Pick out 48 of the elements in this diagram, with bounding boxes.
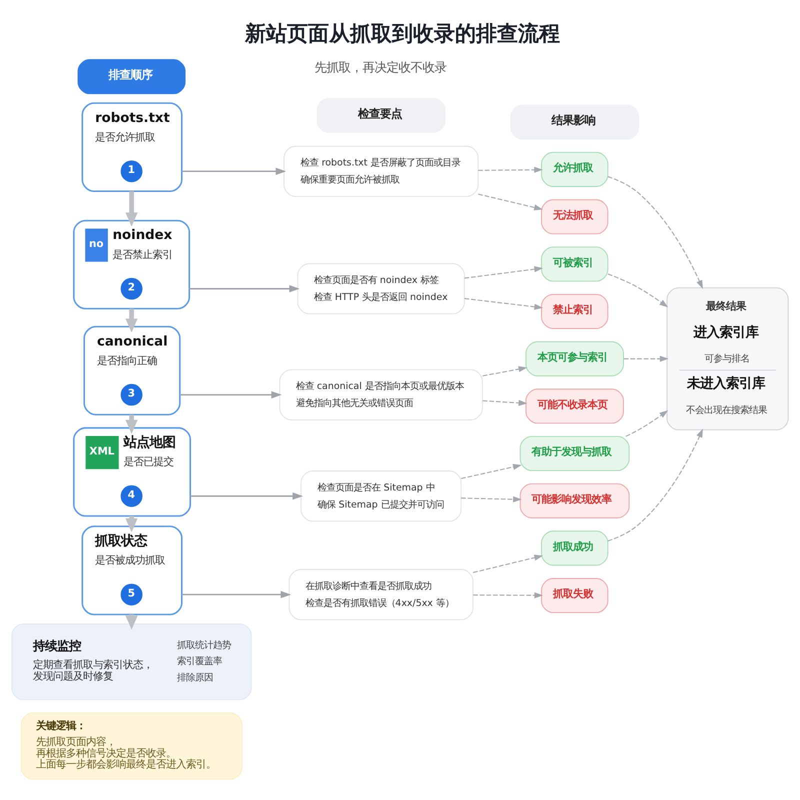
node-box: 在抓取诊断中查看是否抓取成功 检查是否有抓取错误（4xx/5xx 等） xyxy=(288,569,474,620)
node-box: 可能不收录本页 xyxy=(525,388,624,424)
node-box: 最终结果 进入索引库 可参与排名 未进入索引库 不会出现在搜索结果 xyxy=(666,287,789,430)
node-box: 关键逻辑： 先抓取页面内容，再根据多种信号决定是否收录。上面每一步都会影响最终是否进入索引。 xyxy=(20,712,242,780)
arrow xyxy=(482,400,528,406)
arrow xyxy=(482,366,528,376)
arrow xyxy=(182,590,292,598)
node-circle: 2 xyxy=(120,278,142,300)
node-box: 排查顺序 xyxy=(78,59,186,94)
arrow xyxy=(624,356,669,362)
arrow xyxy=(464,298,544,310)
node-box: 检查页面是否有 noindex 标签 检查 HTTP 头是否返回 noindex xyxy=(297,263,465,314)
arrow xyxy=(626,410,668,437)
node-box: 本页可参与索引 xyxy=(525,341,624,376)
arrow xyxy=(464,266,544,279)
arrow xyxy=(608,428,703,542)
arrow xyxy=(473,592,544,598)
arrow xyxy=(125,191,138,226)
node-box: 检查页面是否在 Sitemap 中 确保 Sitemap 已提交并可访问 xyxy=(300,470,462,522)
arrow xyxy=(478,166,543,173)
arrow xyxy=(189,285,300,292)
node-box: 无法抓取 xyxy=(541,199,608,234)
arrow xyxy=(182,168,286,175)
arrow xyxy=(472,554,544,574)
arrow xyxy=(460,464,522,480)
node-box: 检查 canonical 是否指向本页或最优版本 避免指向其他无关或错误页面 xyxy=(279,369,483,420)
node-circle: 1 xyxy=(120,160,142,182)
arrow xyxy=(478,194,543,210)
node-circle: 5 xyxy=(120,584,142,606)
node-circle: 4 xyxy=(120,485,142,507)
node-box: 可被索引 xyxy=(541,246,608,282)
node-box: 抓取成功 xyxy=(541,530,608,566)
diagram-title: 新站页面从抓取到收录的排查流程 xyxy=(245,21,560,46)
node-box: 允许抓取 xyxy=(541,152,608,187)
node-box: 持续监控 定期查看抓取与索引状态，发现问题及时修复 抓取统计趋势 索引覆盖率 排除原因 xyxy=(11,623,252,700)
node-box: 抓取失败 xyxy=(541,578,608,614)
node-box: 禁止索引 xyxy=(541,294,608,329)
node-circle: 3 xyxy=(120,384,142,406)
arrow xyxy=(125,308,138,333)
arrow xyxy=(180,391,282,398)
arrow xyxy=(190,492,303,500)
arrow xyxy=(608,274,668,308)
node-box: 检查 robots.txt 是否屏蔽了页面或目录 确保重要页面允许被抓取 xyxy=(284,146,479,197)
node-box: 有助于发现与抓取 xyxy=(520,436,630,472)
arrow xyxy=(461,496,522,502)
arrow xyxy=(608,176,703,289)
label: 先抓取，再决定收不收录 xyxy=(314,60,446,74)
node-box: 可能影响发现效率 xyxy=(520,483,630,518)
